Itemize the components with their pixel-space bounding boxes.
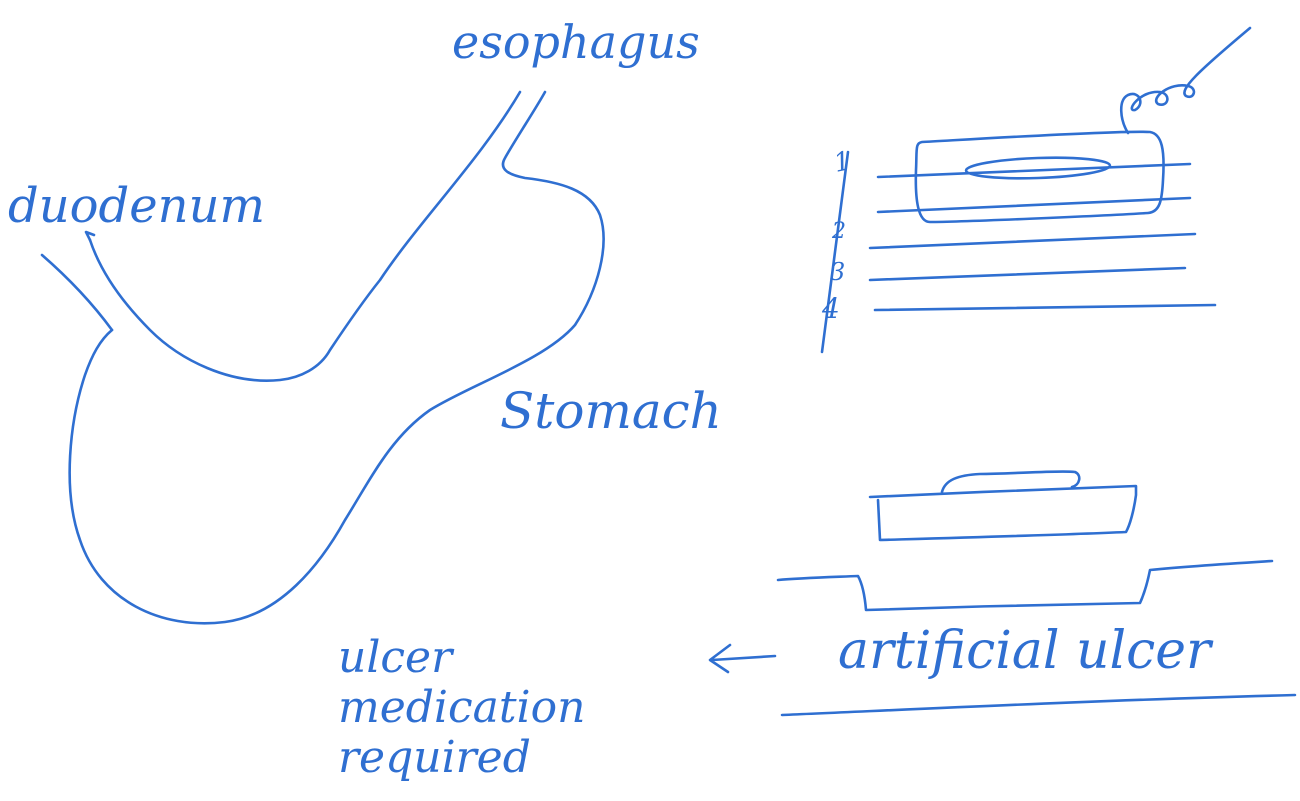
label-ulcer-medication-line1: ulcer (338, 632, 455, 683)
layer-number-3: 3 (830, 258, 845, 286)
layer-sketch: 1 2 3 4 (820, 26, 1252, 354)
label-artificial-ulcer: artificial ulcer (838, 621, 1214, 681)
duodenum-hook (84, 230, 96, 242)
layer-line-2 (876, 196, 1192, 214)
stomach-greater-curvature (68, 90, 605, 625)
arrow-left-icon (708, 643, 777, 674)
layer-number-1: 1 (831, 146, 853, 179)
specimen-lesion (940, 470, 1081, 494)
duodenum-line (40, 253, 114, 332)
layer-number-2: 2 (831, 219, 846, 244)
wall-with-defect (776, 559, 1274, 612)
label-stomach: Stomach (500, 382, 722, 440)
lesion-oval (964, 156, 1112, 180)
layer-slash (820, 150, 850, 354)
probe-coil (1119, 26, 1252, 135)
layer-number-4: 4 (821, 292, 840, 325)
layer-line-3 (868, 232, 1197, 250)
specimen-block (868, 484, 1138, 542)
ulcer-sketch (708, 470, 1297, 717)
stomach-sketch (40, 90, 605, 625)
label-ulcer-medication: ulcer medication required (338, 632, 585, 783)
label-esophagus: esophagus (452, 15, 700, 69)
stomach-outer-wall (88, 90, 522, 382)
label-ulcer-medication-line2: medication (338, 682, 585, 733)
label-duodenum: duodenum (8, 178, 265, 234)
underline (780, 693, 1297, 717)
layer-line-5 (873, 303, 1217, 312)
layer-line-4 (868, 266, 1187, 282)
tissue-block (914, 130, 1165, 224)
layer-line-1 (876, 162, 1192, 179)
label-ulcer-medication-line3: required (338, 732, 531, 783)
